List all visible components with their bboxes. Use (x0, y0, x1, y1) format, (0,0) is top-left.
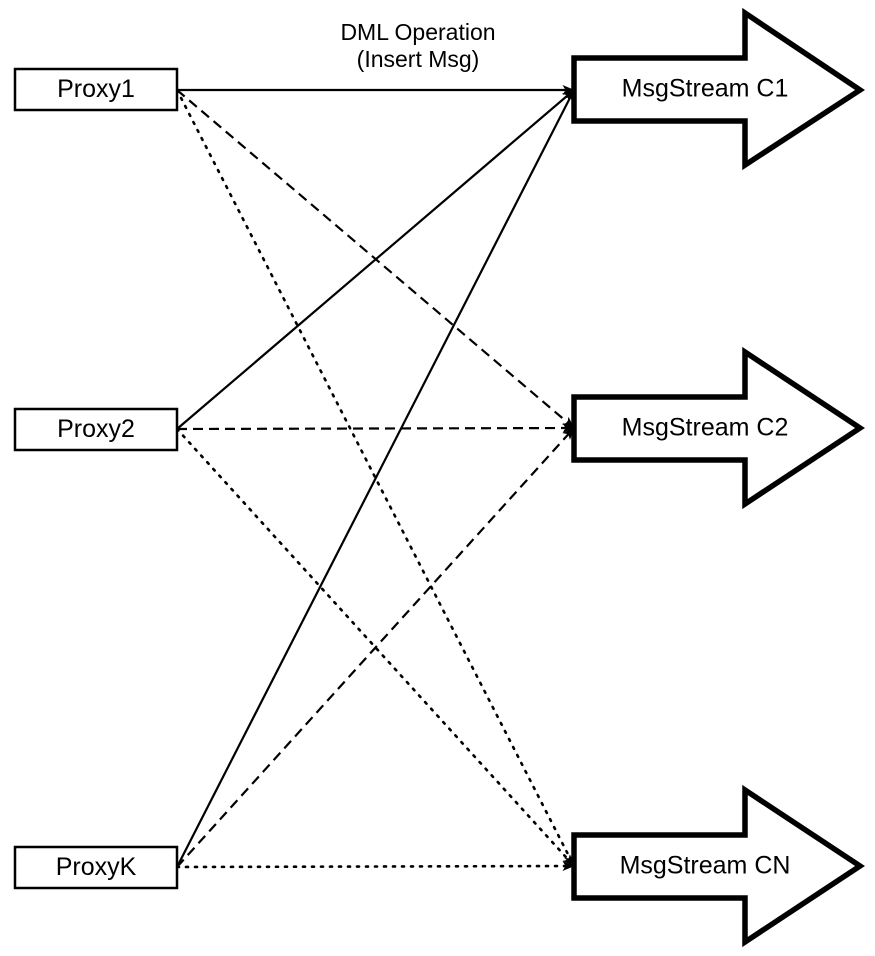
msgstream-arrow-shape-c2[interactable] (571, 346, 865, 510)
msgstream-arrow-shape-c1[interactable] (571, 7, 865, 171)
proxy-label-proxyk: ProxyK (56, 853, 137, 881)
msgstream-node-c2[interactable]: MsgStream C2 (571, 346, 865, 510)
link-proxy1-to-cn (175, 88, 576, 868)
msgstream-node-cn[interactable]: MsgStream CN (571, 784, 865, 948)
msgstream-label-c1: MsgStream C1 (622, 75, 789, 103)
msgstream-label-c2: MsgStream C2 (622, 414, 789, 442)
link-proxy2-to-cn (175, 427, 576, 868)
proxy-box-proxy2[interactable] (13, 407, 179, 452)
msgstream-label-cn: MsgStream CN (620, 852, 791, 880)
edge-label: DML Operation (Insert Msg) (340, 19, 495, 72)
link-proxyk-to-c1 (176, 89, 575, 868)
proxy-node-proxy1[interactable]: Proxy1 (13, 67, 179, 112)
proxy-label-proxy2: Proxy2 (57, 415, 135, 443)
link-proxy2-to-c1 (176, 89, 575, 430)
msgstream-node-c1[interactable]: MsgStream C1 (571, 7, 865, 171)
msgstream-arrow-shape-cn[interactable] (571, 784, 865, 948)
edge-label-line1: DML Operation (340, 19, 495, 45)
proxy-node-proxy2[interactable]: Proxy2 (13, 407, 179, 452)
proxy-node-proxyk[interactable]: ProxyK (13, 845, 179, 890)
link-proxy2-to-c2 (176, 423, 575, 434)
streams-layer: MsgStream C1 MsgStream C2 MsgStream CN (571, 7, 865, 948)
proxy-box-proxyk[interactable] (13, 845, 179, 890)
proxy-label-proxy1: Proxy1 (57, 75, 135, 103)
link-proxyk-to-c2 (176, 427, 575, 868)
edge-label-line2: (Insert Msg) (357, 46, 480, 72)
link-proxyk-to-cn (175, 861, 576, 872)
links-layer (175, 85, 576, 872)
proxy-box-proxy1[interactable] (13, 67, 179, 112)
